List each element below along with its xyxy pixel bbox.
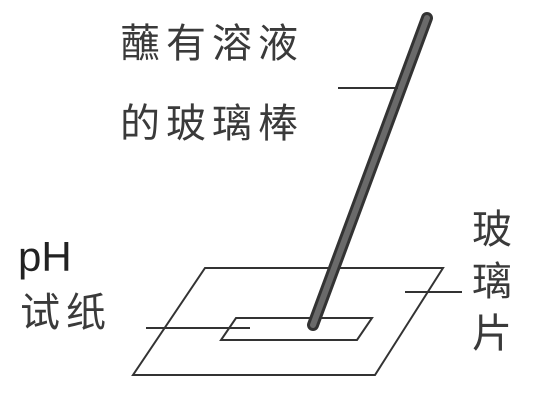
- ph-paper-label-line1: pH: [18, 233, 72, 280]
- glass-slide-label-char3: 片: [472, 311, 512, 357]
- ph-test-paper: [219, 317, 374, 341]
- glass-slide-label-char2: 璃: [472, 259, 512, 305]
- glass-rod-label-line2: 的玻璃棒: [120, 101, 304, 147]
- glass-slide: [131, 267, 445, 376]
- glass-rod: [310, 15, 430, 328]
- glass-rod-label-line1: 蘸有溶液: [120, 21, 304, 67]
- glass-slide-label-char1: 玻: [472, 207, 512, 253]
- ph-paper-label-line2: 试纸: [20, 290, 112, 336]
- glass-slide-label: 玻 璃 片: [472, 210, 512, 366]
